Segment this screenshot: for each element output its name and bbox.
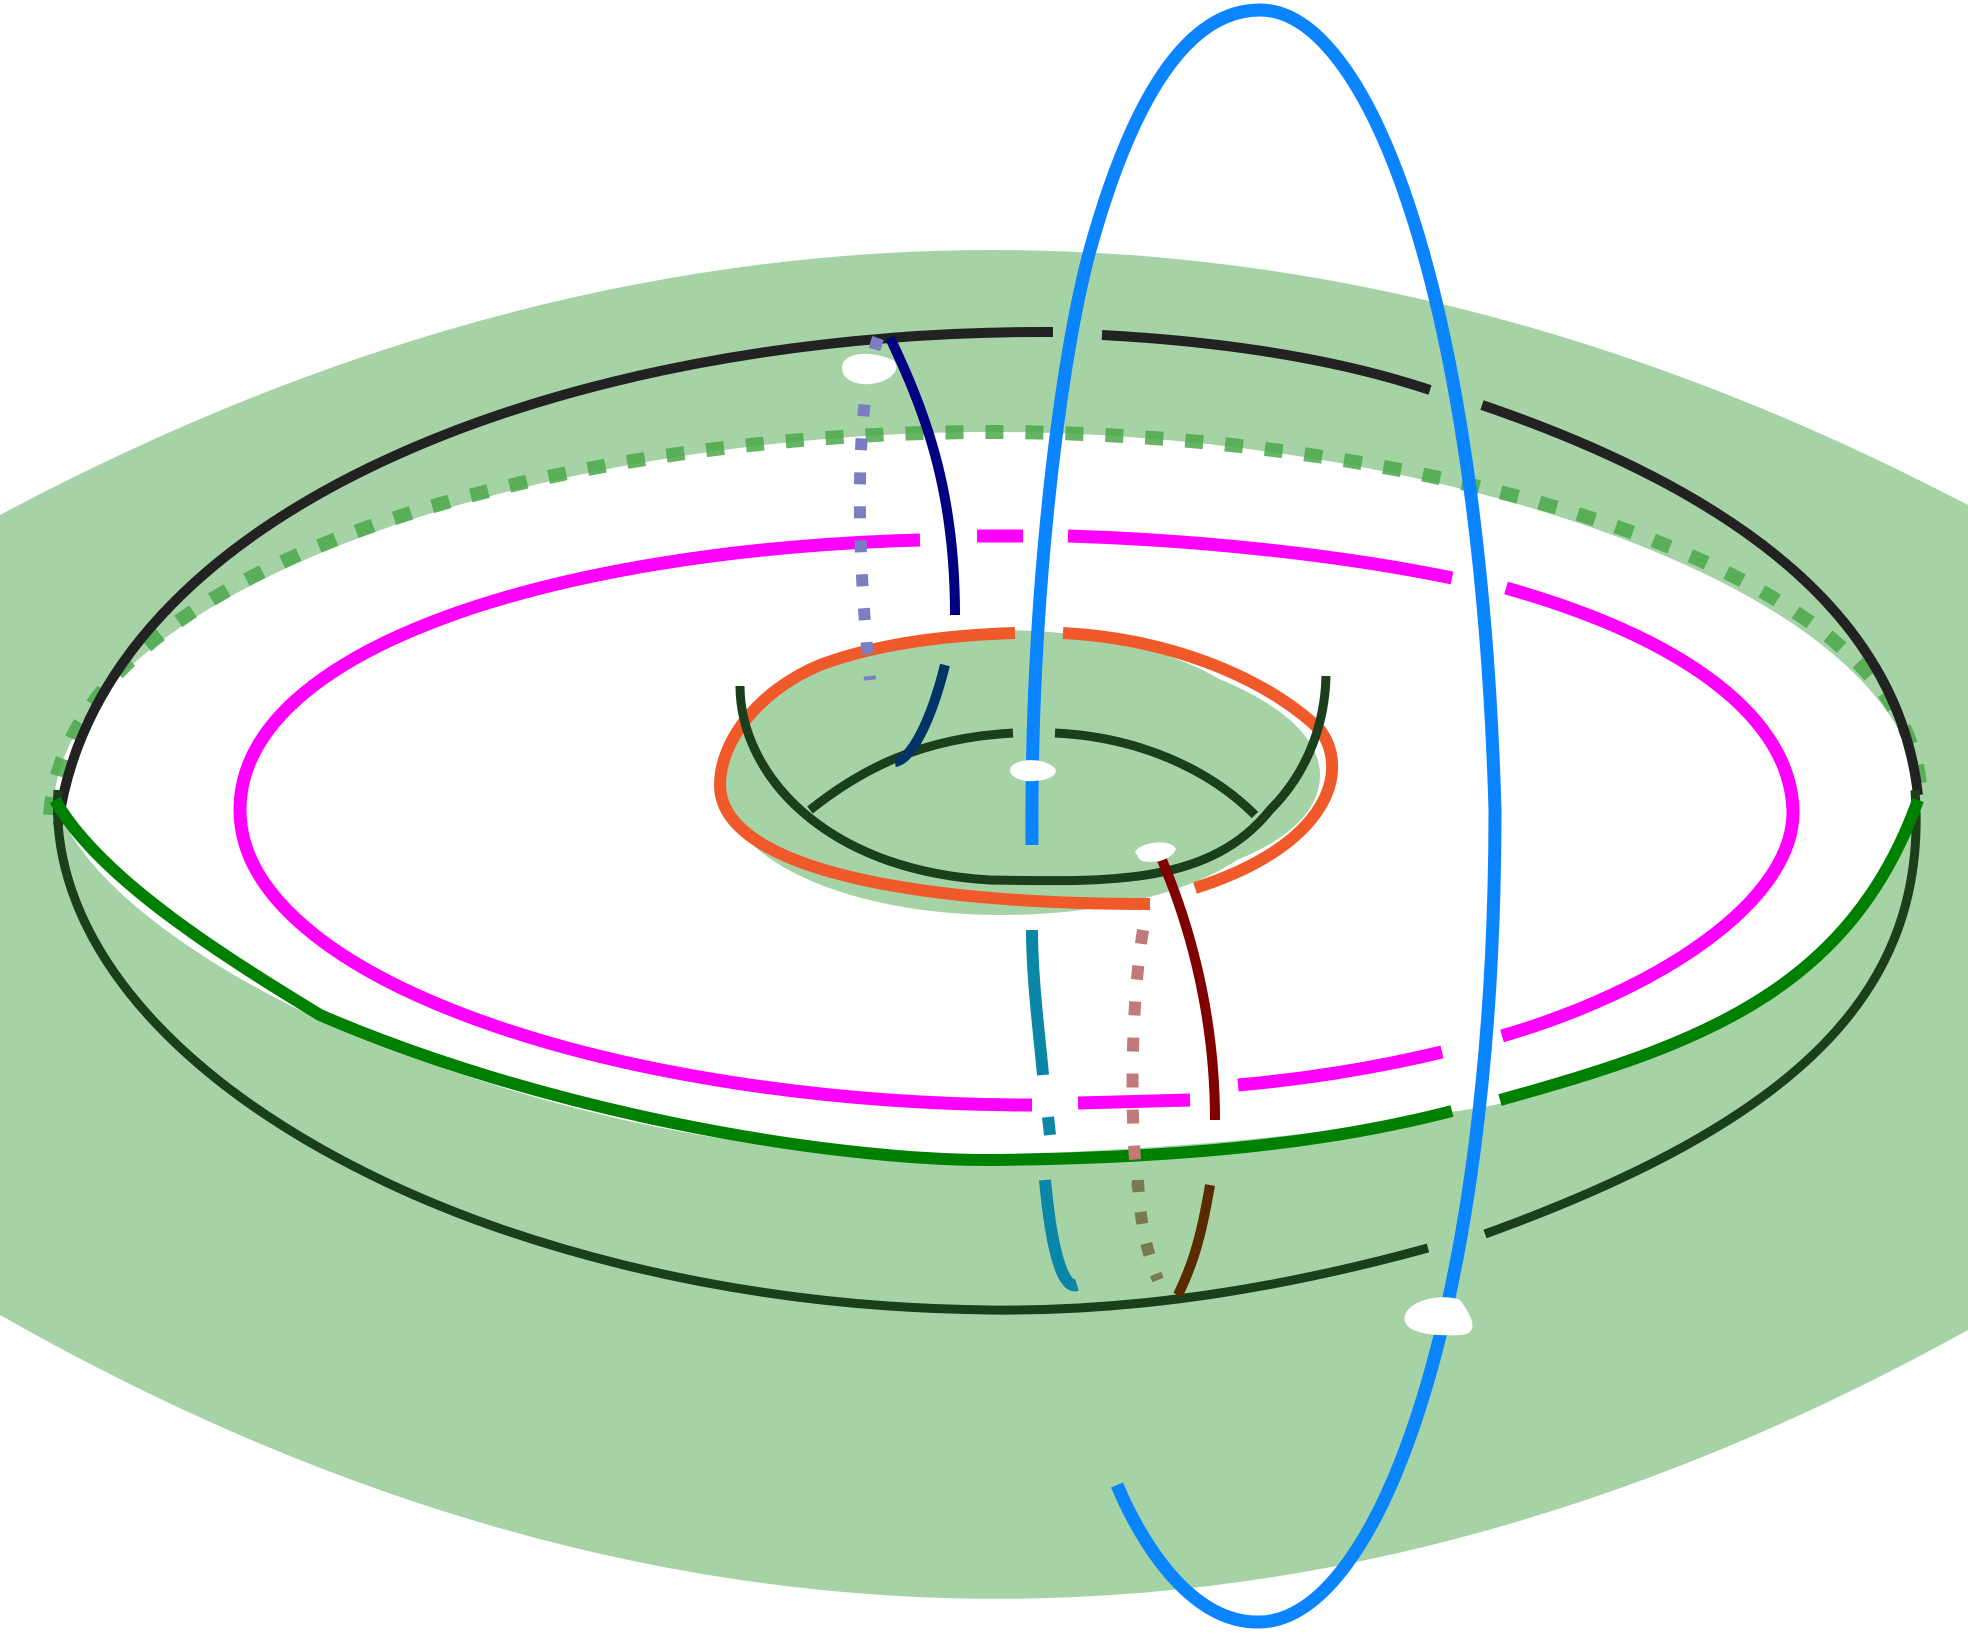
orange-ring-left <box>713 627 1151 910</box>
hole-center <box>1010 760 1056 782</box>
hole-top-left <box>842 353 897 385</box>
inner-tube-loop-front <box>735 675 1331 886</box>
magenta-loop-bottom-right <box>1237 1045 1444 1092</box>
outer-torus-rim-left <box>53 326 1054 826</box>
lower-torus-rim-left <box>53 789 1430 1315</box>
torus-top-face <box>55 432 1920 1156</box>
magenta-loop-left <box>233 533 1033 1112</box>
maroon-arc-solid <box>1157 858 1220 1121</box>
navy-arc-dotted <box>853 336 884 681</box>
green-equator-band-left <box>49 797 1454 1167</box>
hole-lower-right <box>1404 1297 1473 1336</box>
azure-meridian-loop-back-seg3 <box>1042 1116 1056 1136</box>
hole-inner-right <box>1135 842 1176 862</box>
green-dotted-circle <box>43 424 1927 816</box>
azure-meridian-loop-back-seg2 <box>1039 1179 1079 1292</box>
navy-arc-solid <box>885 335 960 616</box>
outer-torus-rim-right <box>1480 400 1923 796</box>
magenta-loop-right <box>1500 581 1800 1043</box>
magenta-loop-bottom-seg <box>1077 1093 1191 1110</box>
outer-torus-rim-mid <box>1101 330 1432 395</box>
inner-tube-arc-right <box>1054 728 1259 819</box>
magenta-loop-top-right <box>1067 529 1454 585</box>
azure-meridian-loop-main <box>1025 3 1502 1629</box>
green-equator-band-right <box>1498 797 1924 1106</box>
lower-torus-rim-right <box>1483 789 1921 1239</box>
navy-arc-lower <box>893 663 950 767</box>
brown-arc-solid <box>1173 1184 1215 1298</box>
azure-meridian-loop-back-seg1 <box>1026 929 1049 1076</box>
